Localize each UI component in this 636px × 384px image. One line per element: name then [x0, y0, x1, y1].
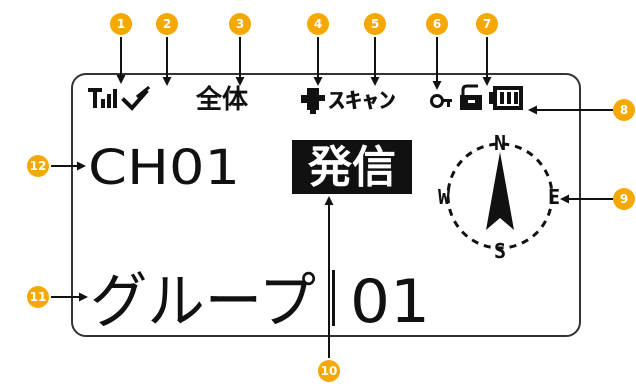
- group-all-label: 全体: [195, 84, 249, 115]
- svg-text:6: 6: [433, 17, 441, 31]
- svg-text:10: 10: [321, 364, 338, 378]
- svg-text:9: 9: [620, 192, 628, 206]
- svg-text:7: 7: [483, 17, 491, 31]
- callout-9: 9: [613, 188, 635, 210]
- callout-10: 10: [318, 360, 340, 382]
- compass-north: N: [494, 131, 506, 155]
- svg-text:8: 8: [620, 103, 628, 117]
- callout-3: 3: [229, 13, 251, 35]
- leader-lines: [51, 37, 620, 358]
- svg-text:4: 4: [314, 17, 322, 31]
- callout-2: 2: [156, 13, 178, 35]
- compass-icon: [446, 142, 554, 250]
- group-name: グループ: [90, 267, 316, 337]
- compass-west: W: [438, 185, 451, 209]
- check-icon: [121, 85, 151, 111]
- transmit-label: 発信: [307, 142, 396, 193]
- callout-5: 5: [364, 13, 386, 35]
- svg-text:5: 5: [371, 17, 379, 31]
- svg-text:11: 11: [30, 290, 47, 304]
- group-divider: [332, 270, 335, 326]
- signal-strength-icon: [88, 88, 117, 108]
- callout-11: 11: [27, 286, 49, 308]
- channel-label: CH01: [88, 140, 240, 196]
- person-icon: [301, 88, 325, 114]
- callout-12: 12: [27, 155, 49, 177]
- compass-south: S: [494, 239, 506, 263]
- compass-east: E: [548, 185, 560, 209]
- group-number: 01: [350, 267, 430, 337]
- key-icon: [430, 94, 452, 108]
- svg-text:1: 1: [117, 17, 125, 31]
- callout-6: 6: [426, 13, 448, 35]
- callout-1: 1: [110, 13, 132, 35]
- transmit-badge: [292, 140, 412, 194]
- lock-icon: [460, 84, 482, 110]
- battery-icon: [489, 86, 523, 110]
- svg-text:3: 3: [236, 17, 244, 31]
- callout-4: 4: [307, 13, 329, 35]
- callout-8: 8: [613, 99, 635, 121]
- scan-label: ｽｷｬﾝ: [328, 89, 396, 114]
- callouts: 1 2 3 4 5 6 7 8 9 10 11 12: [27, 13, 635, 382]
- lcd-panel: [71, 73, 581, 337]
- svg-text:2: 2: [163, 17, 171, 31]
- callout-7: 7: [476, 13, 498, 35]
- svg-text:12: 12: [30, 159, 47, 173]
